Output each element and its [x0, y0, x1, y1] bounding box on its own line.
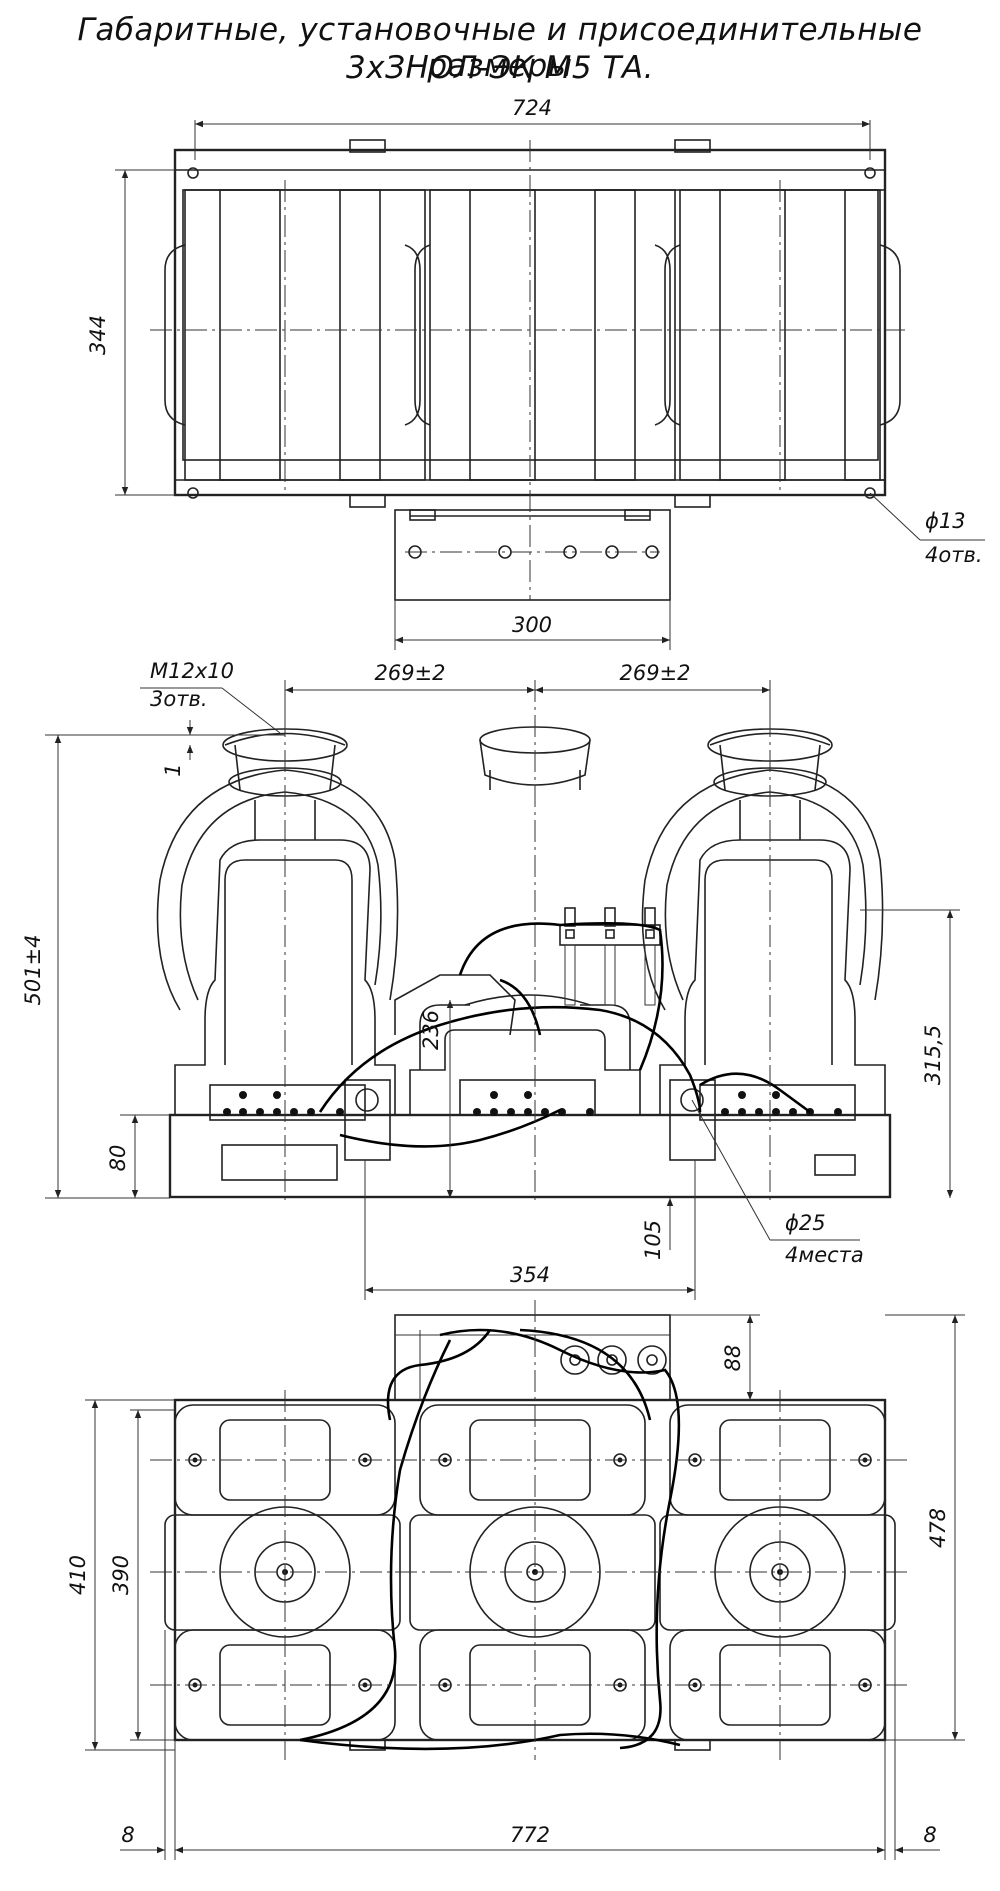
dim-overall-width: 772 [510, 1823, 550, 1847]
dim-lug-dia: ϕ25 [785, 1211, 826, 1235]
dim-right-height: 315,5 [921, 1025, 945, 1085]
top-view [115, 120, 985, 650]
dim-hole-dia: ϕ13 [925, 509, 966, 533]
dim-base-width: 300 [512, 613, 552, 637]
dim-depth-390: 390 [109, 1555, 133, 1595]
dim-lug-span: 354 [510, 1263, 550, 1287]
dim-thread-count: 3отв. [150, 687, 208, 711]
dim-thread: M12x10 [150, 659, 234, 683]
dim-pitch-left: 269±2 [374, 661, 445, 685]
dim-depth-410: 410 [66, 1555, 90, 1595]
top-unit-3 [664, 189, 901, 481]
top-unit-1 [164, 189, 426, 481]
terminal-dots [223, 1091, 842, 1116]
front-unit-right [641, 728, 886, 1121]
drawing-title-line2: 3хЗНОЛ-ЭК М5 ТА. [346, 50, 654, 86]
dim-depth-478: 478 [926, 1508, 950, 1548]
drawing-title-line1: Габаритные, установочные и присоединител… [77, 12, 923, 84]
front-unit-left [156, 728, 399, 1121]
dim-top-width: 724 [512, 96, 552, 120]
dim-lug-count: 4места [785, 1243, 864, 1267]
dim-total-height: 501±4 [21, 934, 45, 1005]
dim-top-height: 344 [86, 315, 110, 355]
front-unit-center [394, 726, 641, 1116]
dim-foot-height: 80 [106, 1145, 130, 1172]
dim-margin-right: 8 [923, 1823, 936, 1847]
dim-gap: 1 [161, 763, 185, 776]
dim-box-depth: 88 [721, 1345, 745, 1372]
dim-lug-height: 105 [641, 1220, 665, 1260]
top-unit-2 [414, 189, 676, 481]
dim-center-height: 236 [419, 1010, 443, 1050]
dim-pitch-right: 269±2 [619, 661, 690, 685]
bottom-view [85, 1300, 965, 1860]
front-view [45, 680, 960, 1300]
dim-hole-count: 4отв. [925, 543, 983, 567]
dim-margin-left: 8 [121, 1823, 134, 1847]
